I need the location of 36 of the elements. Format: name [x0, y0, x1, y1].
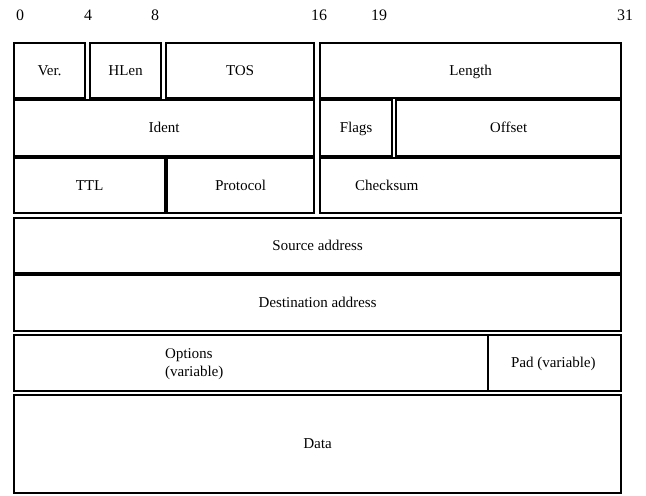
- header-field-box: [89, 42, 162, 99]
- header-field-box: [166, 157, 315, 214]
- bit-position-label: 8: [151, 8, 159, 24]
- bit-position-label: 19: [371, 8, 387, 24]
- header-field-box: [13, 274, 622, 332]
- bit-position-label: 31: [617, 8, 633, 24]
- field-name: Destination address: [258, 294, 376, 312]
- field-name: Offset: [490, 119, 528, 137]
- field-name: Options (variable): [165, 345, 224, 381]
- header-field-box: [13, 157, 166, 214]
- header-field-box: [13, 217, 622, 274]
- bit-position-label: 16: [311, 8, 327, 24]
- header-field-box: [13, 99, 315, 157]
- header-field-box: [395, 99, 622, 157]
- header-field-box: [487, 334, 622, 392]
- field-name: TOS: [226, 62, 254, 80]
- header-field-box: [13, 334, 489, 392]
- field-name: Ident: [148, 119, 180, 137]
- field-name: TTL: [76, 176, 104, 194]
- header-field-box: [13, 42, 86, 99]
- field-name: Ver.: [38, 62, 62, 80]
- field-name: Checksum: [355, 176, 418, 194]
- field-name: Source address: [272, 236, 363, 254]
- field-name: Data: [303, 435, 332, 453]
- header-field-box: [13, 394, 622, 494]
- header-field-box: [319, 157, 622, 214]
- field-name: Length: [449, 62, 492, 80]
- field-name: Flags: [340, 119, 372, 137]
- header-field-box: [319, 99, 393, 157]
- header-field-box: [319, 42, 622, 99]
- field-name: Protocol: [215, 176, 266, 194]
- header-field-box: [165, 42, 315, 99]
- bit-position-label: 4: [84, 8, 92, 24]
- bit-position-label: 0: [16, 8, 24, 24]
- field-name: HLen: [108, 62, 143, 80]
- field-name: Pad (variable): [511, 354, 596, 372]
